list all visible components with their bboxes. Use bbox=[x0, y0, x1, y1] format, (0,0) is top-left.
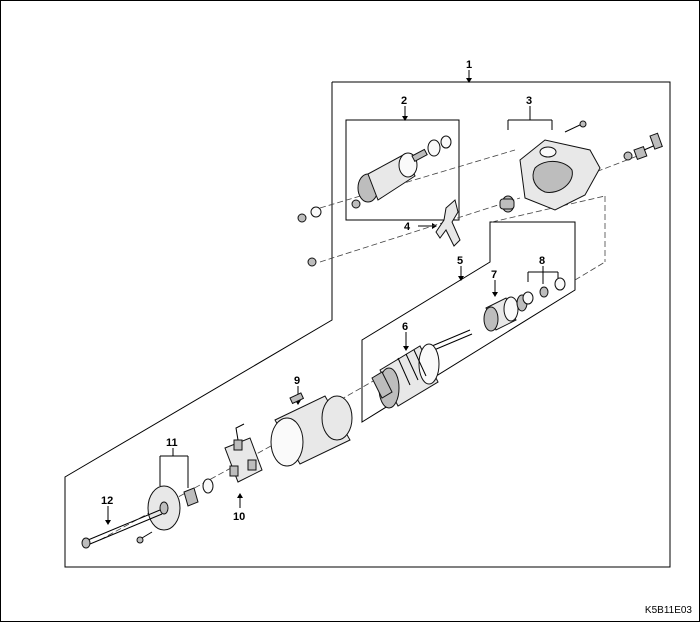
callout-8: 8 bbox=[539, 255, 545, 267]
callout-12: 12 bbox=[101, 495, 113, 507]
shift-lever bbox=[435, 199, 461, 247]
armature-box bbox=[361, 221, 576, 423]
assembly-outline bbox=[64, 81, 671, 568]
stop-ring-set bbox=[522, 277, 566, 305]
commutator-end-frame bbox=[147, 485, 199, 531]
solenoid-switch bbox=[351, 135, 452, 209]
brush-holder bbox=[202, 423, 263, 494]
nut-washer-set bbox=[297, 132, 663, 267]
callout-7: 7 bbox=[491, 269, 497, 281]
callout-1: 1 bbox=[466, 59, 472, 71]
drive-housing bbox=[499, 120, 601, 213]
callout-4: 4 bbox=[404, 221, 411, 233]
through-bolt bbox=[81, 509, 163, 549]
yoke-assembly bbox=[270, 392, 353, 467]
callout-9: 9 bbox=[294, 375, 300, 387]
armature bbox=[371, 329, 473, 409]
diagram-code: K5B11E03 bbox=[644, 605, 692, 616]
callout-6: 6 bbox=[402, 321, 408, 333]
callout-5: 5 bbox=[457, 255, 463, 267]
pinion-clutch bbox=[483, 294, 528, 332]
callout-11: 11 bbox=[166, 437, 178, 449]
callout-2: 2 bbox=[401, 95, 407, 107]
callout-10: 10 bbox=[233, 511, 245, 523]
callout-3: 3 bbox=[526, 95, 532, 107]
solenoid-box bbox=[345, 119, 460, 221]
